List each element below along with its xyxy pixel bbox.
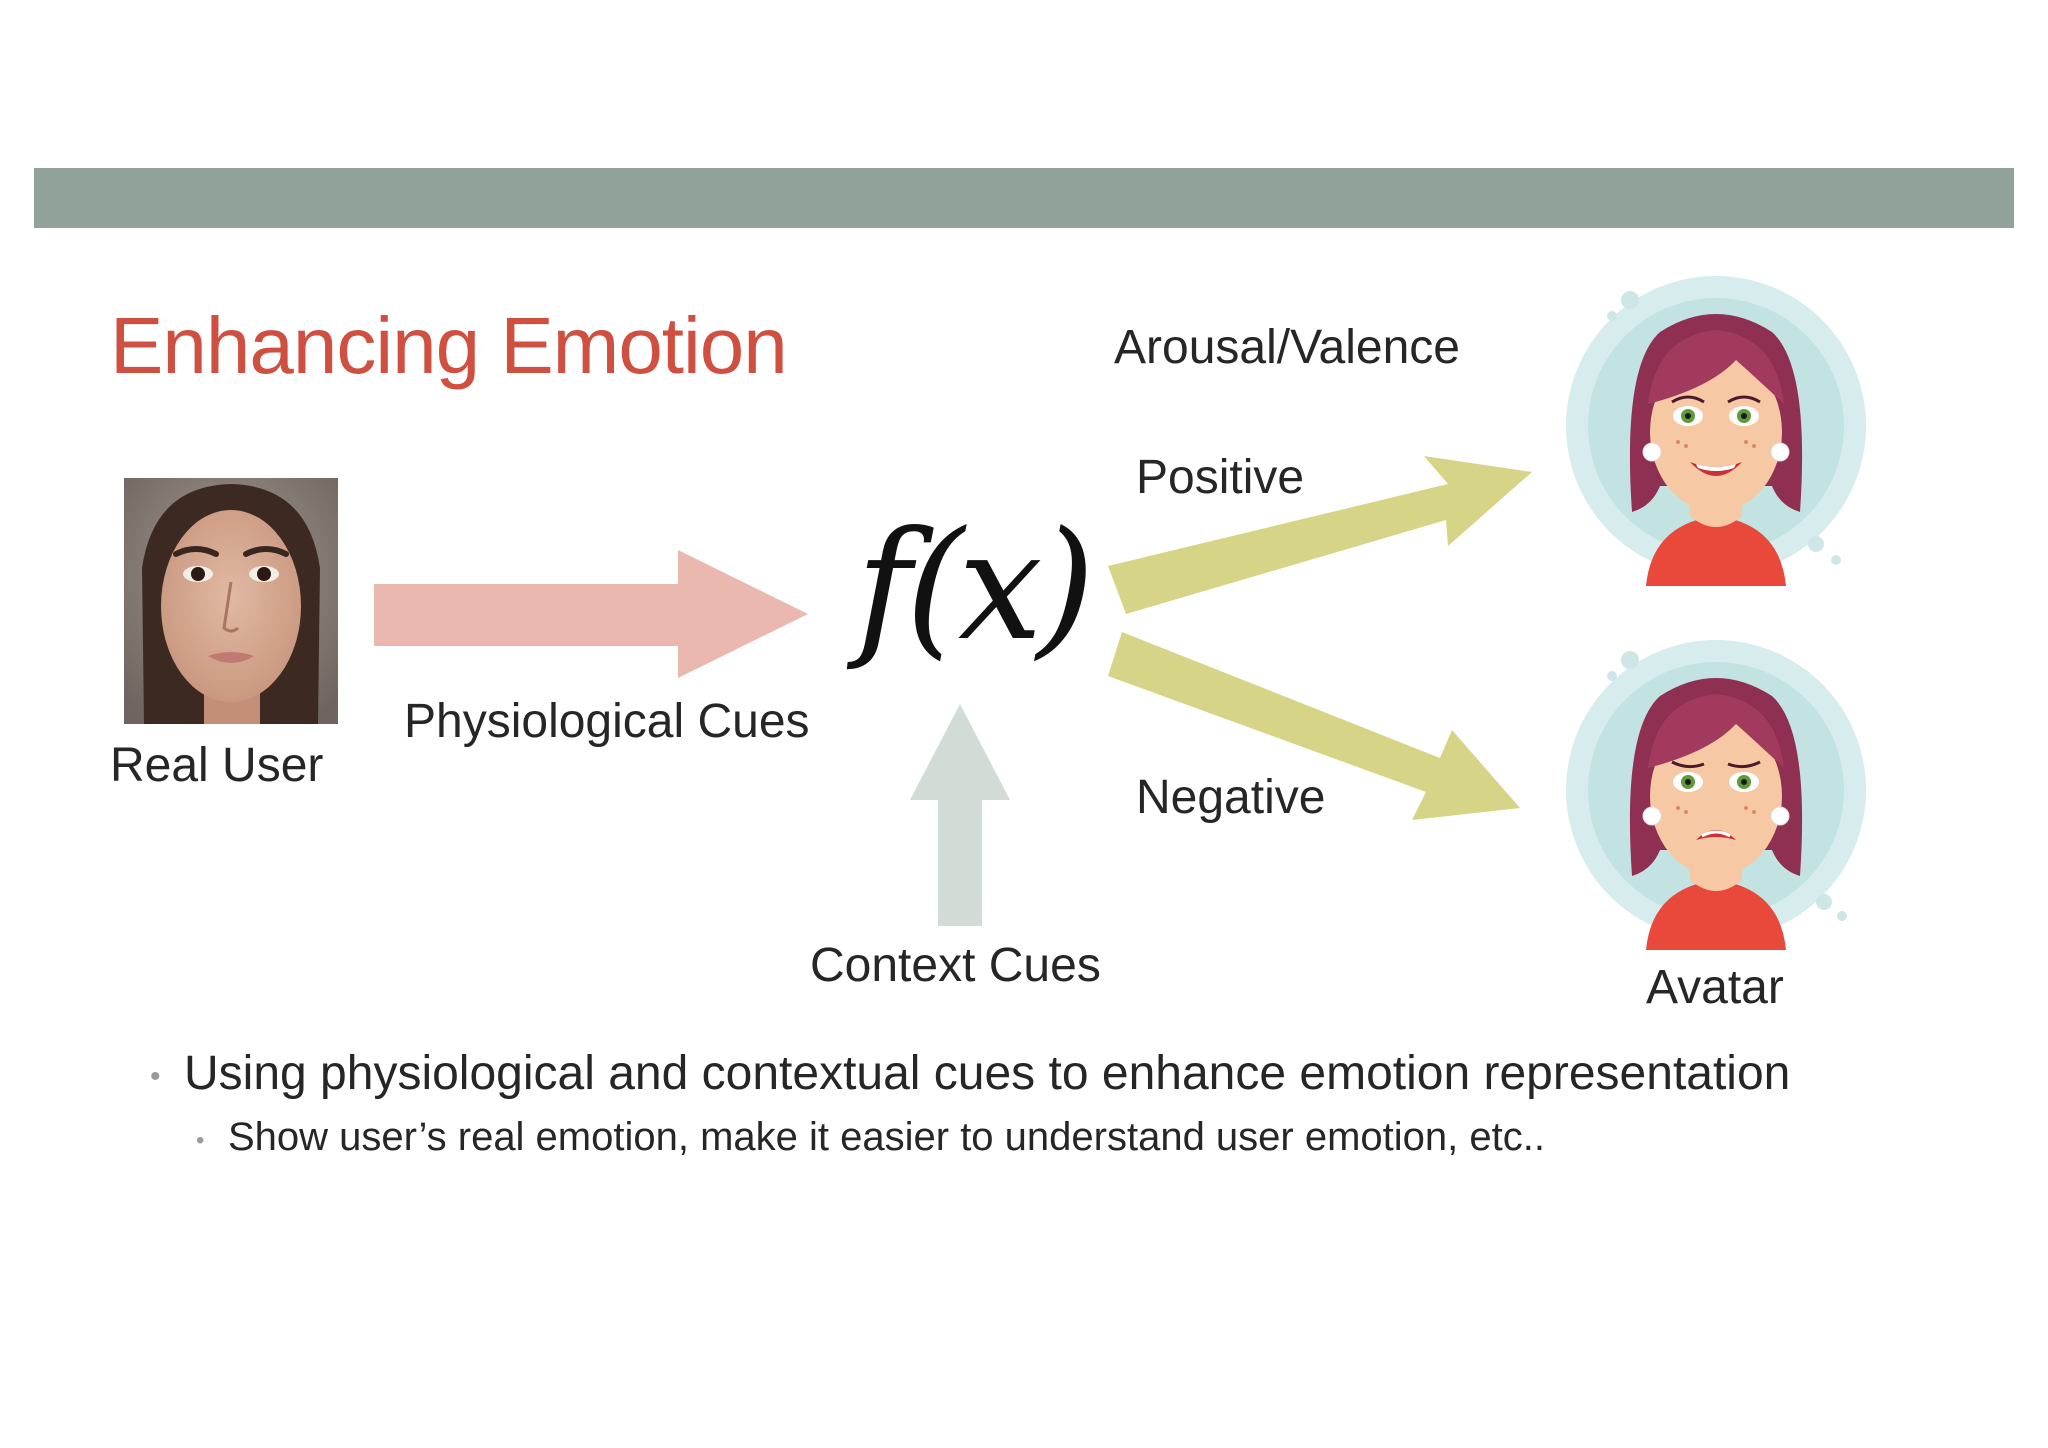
header-bar <box>34 168 2014 228</box>
negative-label: Negative <box>1136 771 1326 824</box>
context-arrow <box>910 704 1010 926</box>
bullet-sub: • Show user’s real emotion, make it easi… <box>196 1115 1790 1160</box>
bullet-dot: • <box>196 1127 205 1154</box>
physiological-cues-label: Physiological Cues <box>404 695 810 748</box>
positive-label: Positive <box>1136 451 1305 504</box>
real-user-label: Real User <box>110 739 324 792</box>
happy-avatar <box>1566 276 1866 586</box>
real-user-photo <box>124 478 338 724</box>
positive-arrow <box>1108 456 1532 614</box>
slide-title: Enhancing Emotion <box>110 301 788 390</box>
sad-avatar <box>1566 640 1866 950</box>
physiological-arrow <box>374 550 808 678</box>
arousal-valence-label: Arousal/Valence <box>1114 321 1460 374</box>
negative-arrow <box>1108 632 1520 820</box>
bullet-sub-text: Show user’s real emotion, make it easier… <box>228 1115 1545 1159</box>
avatar-label: Avatar <box>1646 961 1784 1014</box>
context-cues-label: Context Cues <box>810 939 1101 992</box>
bullet-main: • Using physiological and contextual cue… <box>150 1046 1790 1101</box>
bullet-list: • Using physiological and contextual cue… <box>150 1046 1790 1160</box>
function-symbol: f(x) <box>856 500 1095 674</box>
bullet-dot: • <box>150 1060 161 1093</box>
bullet-main-text: Using physiological and contextual cues … <box>184 1047 1791 1100</box>
